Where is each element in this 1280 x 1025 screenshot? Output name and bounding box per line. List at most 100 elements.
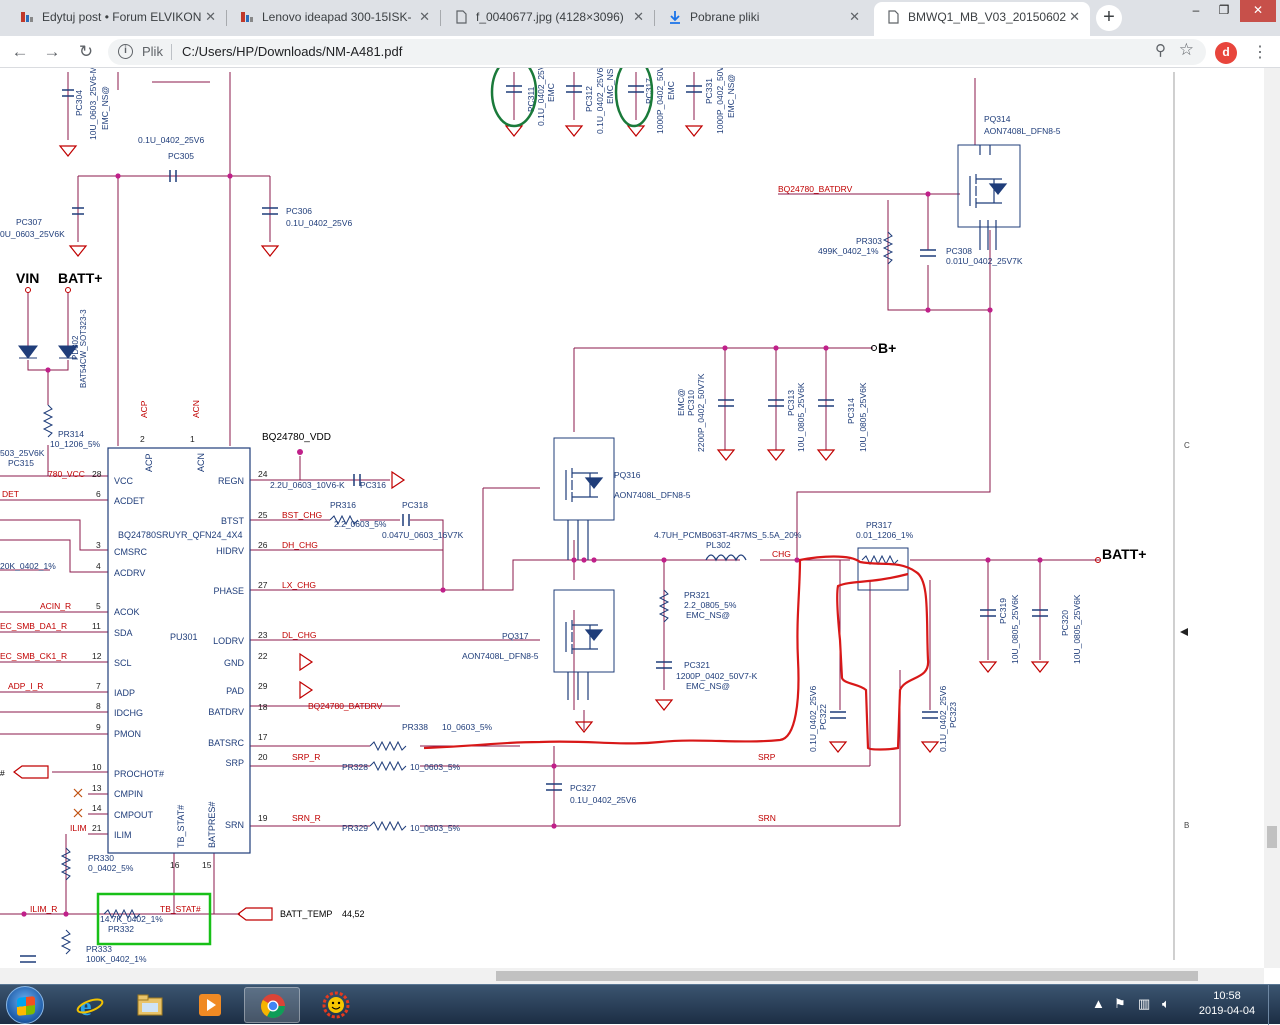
pr328-ref: PR328: [342, 762, 368, 772]
tray-network-icon[interactable]: ▥: [1138, 996, 1151, 1011]
pin-pmon: PMON: [114, 729, 141, 739]
taskbar-explorer[interactable]: [122, 987, 178, 1023]
pc307-value: 0U_0603_25V6K: [0, 229, 65, 239]
pin-num: 23: [258, 630, 268, 640]
taskbar-ie[interactable]: e: [62, 987, 118, 1023]
pin-num: 6: [96, 489, 101, 499]
pc312-value: 0.1U_0402_25V6: [595, 68, 605, 134]
minimize-button[interactable]: –: [1192, 3, 1200, 17]
close-tab-icon[interactable]: ✕: [633, 9, 644, 24]
annotation-red-scribble: [423, 555, 930, 751]
tab-strip: Edytuj post • Forum ELVIKON ✕ Lenovo ide…: [0, 0, 1280, 36]
net-dl: DL_CHG: [282, 630, 316, 640]
resistor-pr338: [369, 740, 407, 752]
pin-num: 4: [96, 561, 101, 571]
forward-arrow-icon[interactable]: →: [43, 42, 61, 61]
pin-num: 29: [258, 681, 268, 691]
taskbar-clock[interactable]: 10:58 2019-04-04: [1194, 989, 1260, 1019]
info-icon[interactable]: i: [118, 44, 133, 59]
rail-b-plus: B+: [878, 340, 896, 356]
pr321-ref: PR321: [684, 590, 710, 600]
ic-part-number: BQ24780SRUYR_QFN24_4X4: [118, 530, 243, 540]
pc306-value: 0.1U_0402_25V6: [286, 218, 352, 228]
pin-num: 17: [258, 732, 268, 742]
taskbar-chrome[interactable]: [244, 987, 300, 1023]
close-tab-icon[interactable]: ✕: [205, 9, 216, 24]
pin-acp: ACP: [144, 453, 154, 472]
pin-num: 12: [92, 651, 102, 661]
close-tab-icon[interactable]: ✕: [849, 9, 860, 24]
zoom-icon[interactable]: ⚲: [1155, 42, 1166, 59]
taskbar-sun-app[interactable]: [308, 987, 364, 1023]
pr332-ref: PR332: [108, 924, 134, 934]
tray-flag-icon[interactable]: ⚑: [1114, 996, 1126, 1011]
pq314-value: AON7408L_DFN8-5: [984, 126, 1061, 136]
close-tab-icon[interactable]: ✕: [419, 9, 430, 24]
pin-num: 14: [92, 803, 102, 813]
net-acin-r: ACIN_R: [40, 601, 71, 611]
start-button[interactable]: [6, 986, 44, 1024]
pc307-ref: PC307: [16, 217, 42, 227]
net-batdrv: BQ24780_BATDRV: [308, 701, 383, 711]
back-arrow-icon[interactable]: ←: [11, 42, 29, 61]
resistor-pr328: [369, 760, 407, 772]
pc313-ref: PC313: [786, 390, 796, 416]
pin-num: 3: [96, 540, 101, 550]
new-tab-button[interactable]: +: [1096, 5, 1122, 31]
tab-downloads[interactable]: Pobrane pliki ✕: [656, 2, 870, 36]
tab-lenovo[interactable]: Lenovo ideapad 300-15ISK- ✕: [228, 2, 440, 36]
ic-pin-labels: VCC ACDET CMSRC ACDRV ACOK SDA SCL IADP …: [114, 453, 245, 848]
pq314-ref: PQ314: [984, 114, 1011, 124]
pr317-element: [861, 554, 899, 566]
download-icon: [670, 11, 680, 24]
horizontal-scrollbar[interactable]: [0, 968, 1264, 984]
vertical-scrollbar[interactable]: [1264, 68, 1280, 968]
menu-dots-icon[interactable]: ⋮: [1252, 44, 1268, 61]
resistors: [42, 231, 894, 955]
vertical-scroll-thumb[interactable]: [1267, 826, 1277, 848]
pc317-value: 1000P_0402_50V: [655, 68, 665, 134]
tray-volume-icon[interactable]: 🔈︎: [1162, 996, 1170, 1011]
close-window-button[interactable]: ✕: [1240, 0, 1276, 22]
internet-explorer-icon: e: [76, 992, 104, 1019]
mosfet-pq316: [553, 437, 615, 521]
pin-pad: PAD: [226, 686, 244, 696]
component-labels: PC304 10U_0603_25V6-M EMC_NS@ 0.1U_0402_…: [0, 68, 1082, 964]
show-desktop-button[interactable]: [1268, 985, 1280, 1025]
tray-expand-icon[interactable]: ▲: [1092, 996, 1105, 1011]
margin-letter-b: B: [1184, 821, 1189, 830]
pc310-note: EMC@: [676, 388, 686, 416]
gnd-flags: [299, 470, 406, 700]
bookmark-star-icon[interactable]: ☆: [1178, 40, 1194, 59]
rail-vin: VIN: [16, 270, 39, 286]
cap-pc308: [920, 249, 936, 257]
reload-icon[interactable]: ↻: [78, 42, 94, 61]
pdf-viewer[interactable]: VCC ACDET CMSRC ACDRV ACOK SDA SCL IADP …: [0, 68, 1280, 984]
pr314-ref: PR314: [58, 429, 84, 439]
pc319-value: 10U_0805_25V6K: [1010, 594, 1020, 664]
avatar[interactable]: d: [1215, 42, 1237, 64]
close-tab-icon[interactable]: ✕: [1069, 9, 1080, 24]
pl302-ref: PL302: [706, 540, 731, 550]
restore-button[interactable]: ❐: [1218, 3, 1230, 17]
inductor-pl302: [705, 554, 747, 562]
pc304-value: 10U_0603_25V6-M: [88, 68, 98, 140]
url-text[interactable]: C:/Users/HP/Downloads/NM-A481.pdf: [182, 44, 403, 59]
net-acp: ACP: [139, 400, 149, 418]
tab-pdf-active[interactable]: BMWQ1_MB_V03_20150602 ✕: [874, 2, 1090, 36]
tab-image[interactable]: f_0040677.jpg (4128×3096) ✕: [442, 2, 654, 36]
pr316-value: 2.2_0603_5%: [334, 519, 387, 529]
taskbar-media[interactable]: [182, 987, 238, 1023]
pq316-ref: PQ316: [614, 470, 641, 480]
schematic: VCC ACDET CMSRC ACDRV ACOK SDA SCL IADP …: [0, 68, 1190, 964]
net-srn: SRN: [758, 813, 776, 823]
pin-ilim: ILIM: [114, 830, 132, 840]
pc314-ref: PC314: [846, 398, 856, 424]
pr316-ref: PR316: [330, 500, 356, 510]
tab-forum-edit[interactable]: Edytuj post • Forum ELVIKON ✕: [8, 2, 226, 36]
pq317-ref: PQ317: [502, 631, 529, 641]
net-srn-r: SRN_R: [292, 813, 321, 823]
horizontal-scroll-thumb[interactable]: [496, 971, 1198, 981]
address-bar[interactable]: i Plik C:/Users/HP/Downloads/NM-A481.pdf…: [108, 39, 1206, 65]
pin-num: 15: [202, 860, 212, 870]
